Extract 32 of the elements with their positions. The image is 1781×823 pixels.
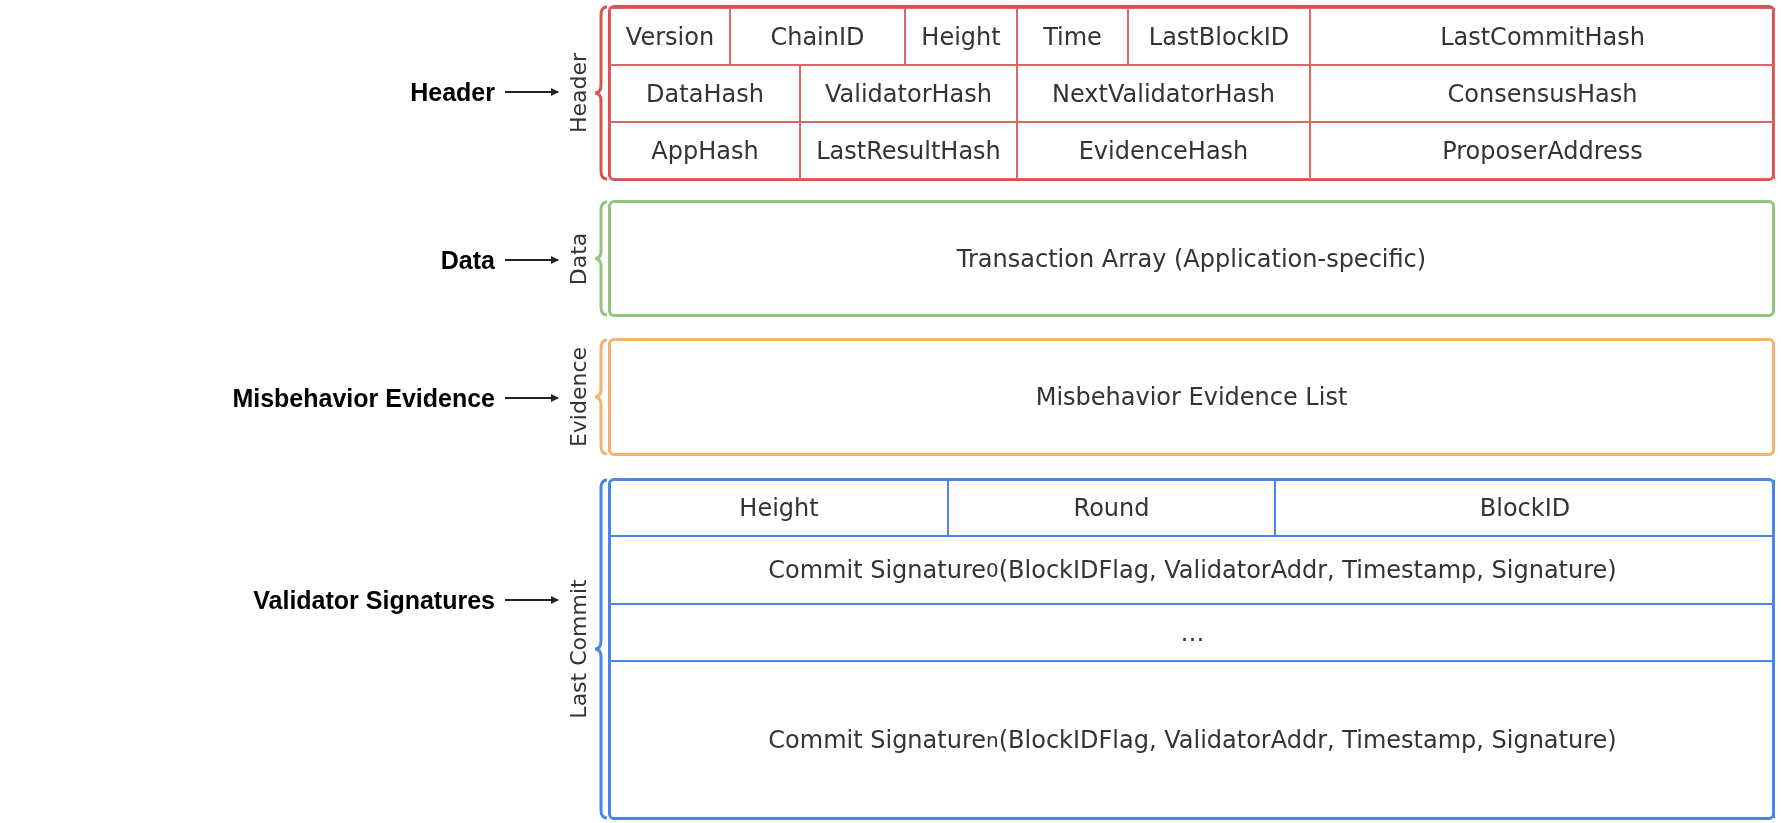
section-content: Transaction Array (Application-specific): [956, 244, 1427, 273]
field-cell: BlockID: [1275, 480, 1775, 536]
arrow: [504, 256, 559, 264]
arrow: [504, 394, 559, 402]
section-title: Last Commit: [565, 579, 591, 719]
row-label: Header: [300, 62, 495, 122]
field-cell: AppHash: [610, 122, 800, 179]
field-cell: LastCommitHash: [1310, 8, 1775, 65]
field-cell: Version: [610, 8, 730, 65]
field-cell: LastResultHash: [800, 122, 1017, 179]
field-cell: Height: [905, 8, 1017, 65]
field-cell: Time: [1017, 8, 1128, 65]
field-cell: LastBlockID: [1128, 8, 1310, 65]
section-title: Header: [565, 52, 591, 134]
arrow: [504, 596, 559, 604]
field-cell: …: [610, 604, 1775, 661]
row-label: Validator Signatures: [100, 570, 495, 630]
arrow: [504, 88, 559, 96]
row-label: Data: [20, 230, 495, 290]
field-cell: NextValidatorHash: [1017, 65, 1310, 122]
row-label: Misbehavior Evidence: [100, 368, 495, 428]
field-cell: ChainID: [730, 8, 905, 65]
field-cell: Round: [948, 480, 1275, 536]
field-cell: ConsensusHash: [1310, 65, 1775, 122]
field-cell: ValidatorHash: [800, 65, 1017, 122]
section-title: Data: [565, 232, 591, 285]
field-cell: Height: [610, 480, 948, 536]
section-content: Misbehavior Evidence List: [1035, 383, 1348, 411]
section-title: Evidence: [565, 346, 591, 448]
field-cell: ProposerAddress: [1310, 122, 1775, 179]
field-cell: EvidenceHash: [1017, 122, 1310, 179]
field-cell: DataHash: [610, 65, 800, 122]
